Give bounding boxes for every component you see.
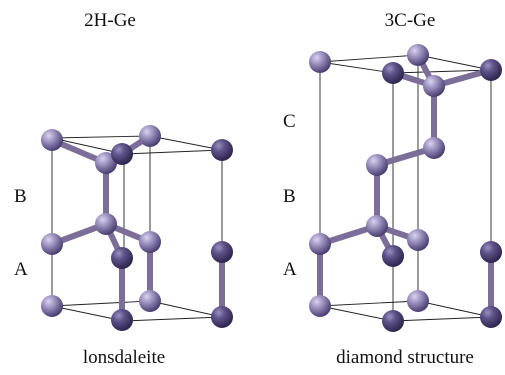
right-layer-label-b: B [283,186,296,207]
left-title: 2H-Ge [84,10,136,31]
left-layer-label-a: A [14,259,28,280]
atom [309,233,331,255]
atom [382,310,404,332]
atom [366,215,388,237]
atom [423,75,445,97]
atom [480,241,502,263]
right-panel: 3C-Ge [283,10,502,368]
atom [423,137,445,159]
atom [211,306,233,328]
atom [309,51,331,73]
left-bonds [49,133,225,323]
atom [382,245,404,267]
left-panel: 2H-Ge [14,10,233,368]
atom [111,247,133,269]
right-layer-label-c: C [283,111,296,132]
left-caption: lonsdaleite [83,347,165,368]
right-bonds [317,52,494,320]
atom [41,295,63,317]
atom [139,231,161,253]
atom [309,295,331,317]
right-unit-cell [319,54,492,322]
right-title: 3C-Ge [385,10,436,31]
atom [41,129,63,151]
right-atoms [309,44,502,332]
atom [382,62,404,84]
atom [111,143,133,165]
atom [366,154,388,176]
atom [95,152,117,174]
atom [407,44,429,66]
atom [111,309,133,331]
atom [95,213,117,235]
atom [407,290,429,312]
left-unit-cell [51,135,223,322]
atom [407,229,429,251]
atom [480,306,502,328]
atom [41,233,63,255]
left-layer-label-b: B [14,186,27,207]
atom [139,125,161,147]
left-atoms [41,125,233,331]
right-caption: diamond structure [336,347,474,368]
right-layer-label-a: A [283,259,297,280]
atom [139,290,161,312]
atom [480,59,502,81]
atom [211,139,233,161]
atom [211,241,233,263]
